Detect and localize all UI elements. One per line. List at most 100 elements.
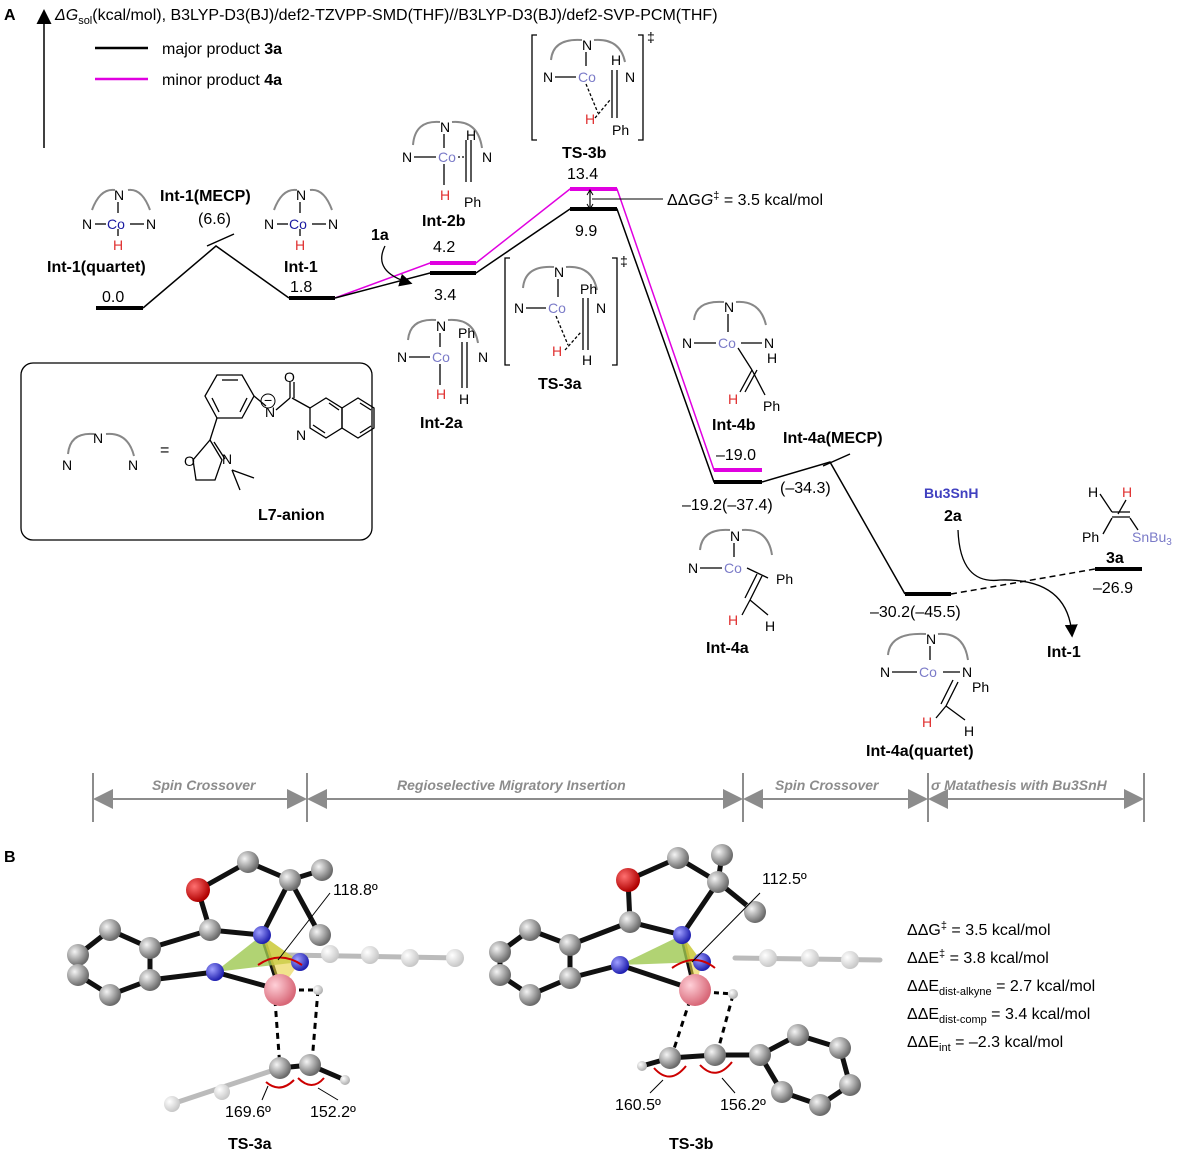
complex-ts3a: ‡ N N Co N Ph H H [504, 253, 628, 368]
svg-text:Co: Co [107, 216, 125, 232]
svg-text:N: N [543, 69, 553, 85]
reagent-2a-arrow [957, 529, 1078, 638]
phase-bar [92, 773, 1145, 822]
reagent-1a: 1a [371, 227, 389, 244]
svg-text:Co: Co [438, 149, 456, 165]
svg-text:N: N [724, 299, 734, 315]
svg-text:N: N [926, 631, 936, 647]
svg-text:N: N [146, 216, 156, 232]
energy-row-0: ΔΔG‡ = 3.5 kcal/mol [907, 920, 1051, 939]
energy-ts3b: 13.4 [567, 166, 598, 183]
energy-row-3: ΔΔEdist-comp = 3.4 kcal/mol [907, 1006, 1090, 1026]
svg-text:H: H [466, 127, 476, 143]
label-ts3b: TS-3b [562, 145, 607, 162]
svg-text:Ph: Ph [972, 679, 989, 695]
mecp-tick-1 [206, 233, 235, 247]
ts3b-angle-top: 112.5º [762, 871, 807, 888]
svg-text:N: N [880, 664, 890, 680]
svg-text:Ph: Ph [763, 398, 780, 414]
svg-text:N: N [402, 149, 412, 165]
svg-text:Ph: Ph [458, 325, 475, 341]
phase-label-4: σ Matathesis with Bu3SnH [931, 777, 1108, 793]
svg-text:H: H [922, 714, 932, 730]
svg-text:Co: Co [718, 335, 736, 351]
ts3b-3d-model [489, 844, 883, 1116]
svg-text:H: H [585, 111, 595, 127]
energy-int4a: –19.2(–37.4) [682, 497, 773, 514]
label-int4a-mecp: Int-4a(MECP) [783, 430, 883, 447]
ligand-equals: = [160, 442, 169, 459]
energy-int1-mecp: (6.6) [198, 211, 231, 228]
svg-text:N: N [114, 187, 124, 203]
svg-text:H: H [1088, 484, 1098, 500]
ts3b-angle-left: 160.5º [615, 1097, 661, 1114]
label-int1: Int-1 [284, 259, 318, 276]
connector-major-path [334, 208, 762, 483]
ligand-l7-structure: N − O N N O [184, 369, 375, 491]
label-ts3a: TS-3a [538, 376, 582, 393]
svg-text:N: N [296, 427, 306, 443]
ts3a-3d-model [67, 851, 464, 1112]
svg-text:H: H [964, 723, 974, 739]
label-int1-quartet: Int-1(quartet) [47, 259, 146, 276]
svg-text:Ph: Ph [580, 281, 597, 297]
ddg-label: ΔΔGG‡ = 3.5 kcal/mol [667, 190, 823, 209]
reagent-2a-formula: Bu3SnH [924, 485, 978, 501]
svg-text:Co: Co [548, 300, 566, 316]
svg-text:N: N [264, 216, 274, 232]
svg-text:N: N [82, 216, 92, 232]
svg-text:H: H [440, 187, 450, 203]
label-int4a: Int-4a [706, 640, 749, 657]
svg-text:Ph: Ph [464, 194, 481, 210]
svg-text:N: N [730, 528, 740, 544]
legend-major-label: major product 3a [162, 41, 282, 58]
svg-text:N: N [296, 187, 306, 203]
svg-text:N: N [93, 430, 103, 446]
svg-text:H: H [611, 52, 621, 68]
complex-int2a: N N Co N Ph H H [397, 318, 488, 407]
svg-text:H: H [113, 237, 123, 253]
svg-text:Co: Co [289, 216, 307, 232]
svg-text:H: H [1122, 484, 1132, 500]
energy-int1-quartet: 0.0 [102, 289, 124, 306]
svg-text:N: N [596, 300, 606, 316]
connector-int1q-mecp-int1 [142, 245, 290, 309]
energy-product-3a: –26.9 [1093, 580, 1133, 597]
svg-text:‡: ‡ [647, 29, 655, 45]
svg-text:N: N [222, 451, 232, 467]
svg-text:N: N [440, 119, 450, 135]
energy-decomposition-list: ΔΔG‡ = 3.5 kcal/mol ΔΔE‡ = 3.8 kcal/mol … [907, 920, 1095, 1054]
svg-text:SnBu3: SnBu3 [1132, 529, 1172, 548]
svg-text:H: H [765, 618, 775, 634]
svg-text:N: N [554, 264, 564, 280]
svg-text:H: H [459, 391, 469, 407]
svg-text:N: N [436, 318, 446, 334]
legend-minor-label: minor product 4a [162, 72, 282, 89]
panel-a-label: A [4, 7, 16, 24]
svg-text:N: N [328, 216, 338, 232]
ts3b-model-label: TS-3b [669, 1136, 714, 1153]
axis-label: ΔGsol(kcal/mol), B3LYP-D3(BJ)/def2-TZVPP… [54, 7, 718, 27]
complex-int4a: N N Co Ph H H [688, 528, 793, 634]
energy-int4a-mecp: (–34.3) [780, 480, 831, 497]
svg-text:N: N [582, 37, 592, 53]
svg-text:H: H [295, 237, 305, 253]
svg-text:N: N [478, 349, 488, 365]
ligand-name: L7-anion [258, 507, 325, 524]
svg-text:−: − [264, 392, 272, 408]
complex-int1-quartet: N N N Co H [82, 187, 156, 253]
svg-text:N: N [397, 349, 407, 365]
svg-text:N: N [128, 457, 138, 473]
svg-text:H: H [728, 391, 738, 407]
energy-row-2: ΔΔEdist-alkyne = 2.7 kcal/mol [907, 978, 1095, 998]
label-int1-return: Int-1 [1047, 644, 1081, 661]
svg-text:N: N [265, 404, 275, 420]
reagent-2a-label: 2a [944, 508, 962, 525]
ts3b-angle-right: 156.2º [720, 1097, 766, 1114]
svg-text:Ph: Ph [1082, 529, 1099, 545]
complex-int2b: N N Co N H Ph H [402, 119, 492, 210]
svg-text:N: N [962, 664, 972, 680]
svg-text:Co: Co [432, 349, 450, 365]
svg-text:Ph: Ph [776, 571, 793, 587]
